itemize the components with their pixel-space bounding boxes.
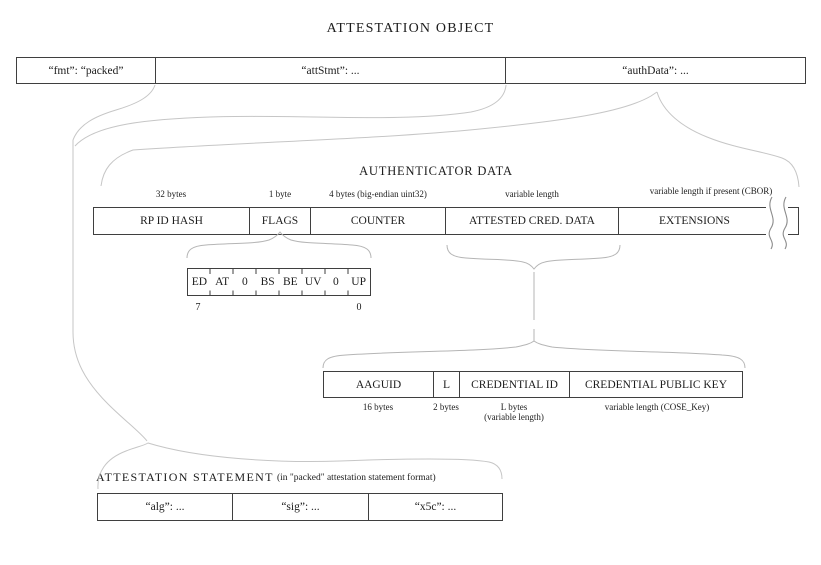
brace-authdata-right — [656, 91, 800, 188]
flag-bit-ed: ED — [191, 276, 208, 288]
size-label-extensions: variable length if present (CBOR) — [649, 186, 773, 196]
connector-attstmt-right — [74, 84, 507, 147]
cell-attested-cred-data: ATTESTED CRED. DATA — [446, 208, 619, 234]
cell-x5c: “x5c”: ... — [414, 501, 457, 513]
flag-bit-at: AT — [215, 276, 230, 288]
flag-bit-be: BE — [283, 276, 298, 288]
page-title: ATTESTATION OBJECT — [326, 21, 495, 36]
cell-l: L — [434, 372, 460, 397]
cell-credential-public-key: CREDENTIAL PUBLIC KEY — [584, 378, 728, 391]
cell-flags: FLAGS — [250, 208, 311, 234]
size-label-aaguid: 16 bytes — [362, 402, 394, 412]
authenticator-data-row: RP ID HASH FLAGS COUNTER ATTESTED CRED. … — [93, 207, 799, 235]
attestation-object-row: “fmt”: “packed” “attStmt”: ... “authData… — [16, 57, 806, 84]
size-label-l: 2 bytes — [433, 402, 459, 412]
cell-aaguid: AAGUID — [324, 372, 434, 397]
flag-bit-rfu1: 0 — [242, 276, 248, 288]
attestation-statement-subtitle: (in "packed" attestation statement forma… — [277, 473, 436, 483]
size-label-counter: 4 bytes (big-endian uint32) — [329, 189, 427, 199]
cell-credential-id: CREDENTIAL ID — [460, 372, 570, 397]
cell-counter: COUNTER — [311, 208, 446, 234]
flags-bit-box: ED AT 0 BS BE UV 0 UP — [187, 268, 371, 296]
flag-bit-up: UP — [351, 276, 366, 288]
size-label-credential-id: L bytes — [500, 402, 528, 412]
flag-bit-rfu2: 0 — [333, 276, 339, 288]
attestation-statement-row: “alg”: ... “sig”: ... “x5c”: ... — [97, 493, 503, 521]
attestation-statement-title: ATTESTATION STATEMENT — [96, 470, 274, 484]
size-label-rp-id-hash: 32 bytes — [155, 189, 187, 199]
connector-attstmt-left — [72, 84, 156, 442]
cell-authdata: “authData”: ... — [622, 64, 689, 77]
cell-alg: “alg”: ... — [98, 494, 233, 520]
cell-rp-id-hash: RP ID HASH — [94, 208, 250, 234]
size-label-credential-public-key: variable length (COSE_Key) — [604, 402, 710, 412]
brace-flags — [186, 231, 372, 259]
flags-msb-index: 7 — [195, 302, 201, 313]
flag-bit-uv: UV — [304, 276, 322, 288]
flags-lsb-index: 0 — [356, 302, 362, 313]
brace-attested-cred-down — [446, 244, 621, 270]
size-label-attested-cred-data: variable length — [505, 189, 559, 199]
cell-attstmt: “attStmt”: ... — [156, 58, 506, 83]
flag-bit-bs: BS — [260, 276, 275, 288]
size-label-credential-id-2: (variable length) — [484, 412, 544, 422]
cell-sig: “sig”: ... — [233, 494, 369, 520]
cell-extensions: EXTENSIONS — [659, 215, 730, 227]
size-label-flags: 1 byte — [268, 189, 292, 199]
cell-fmt: “fmt”: “packed” — [17, 58, 156, 83]
brace-attested-cred-fields — [322, 340, 746, 369]
authenticator-data-title: AUTHENTICATOR DATA — [359, 164, 513, 178]
attested-credential-data-row: AAGUID L CREDENTIAL ID CREDENTIAL PUBLIC… — [323, 371, 743, 398]
